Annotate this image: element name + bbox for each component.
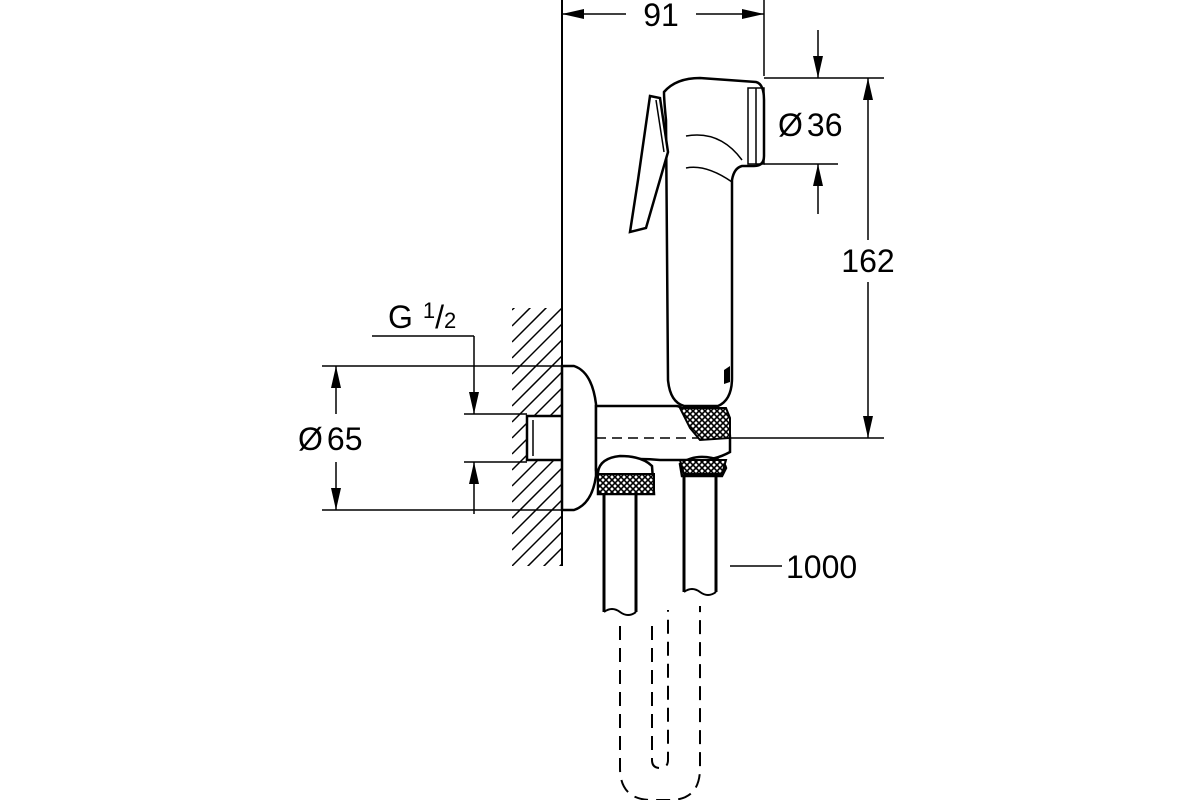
wall-flange <box>525 364 598 512</box>
dimension-hose-length-label: 1000 <box>786 549 857 585</box>
dimension-width: 91 <box>562 0 765 76</box>
hatch-line <box>558 563 562 566</box>
hatch-line <box>512 596 562 646</box>
hatch-line <box>542 547 562 566</box>
hanger-notch <box>724 366 730 384</box>
hatch-line <box>512 580 562 630</box>
hatch-line <box>512 515 562 566</box>
dimension-width-label: 91 <box>643 0 679 33</box>
hatch-line <box>512 308 532 327</box>
hatch-line <box>526 531 562 566</box>
shower-handle <box>662 76 766 408</box>
hose-loop-dashed <box>619 606 701 800</box>
hatch-line <box>512 308 562 359</box>
dimension-height-label: 162 <box>841 243 894 279</box>
hatch-line <box>512 308 548 343</box>
dimension-height: 162 <box>730 78 895 439</box>
hatch-line <box>512 612 562 662</box>
wall-hatching <box>512 0 563 662</box>
hatch-line <box>512 499 562 551</box>
flange-rosette <box>560 364 598 512</box>
hatch-line <box>512 483 562 535</box>
trigger-lever <box>628 94 670 234</box>
hand-shower <box>628 76 766 408</box>
dimension-hose-length: 1000 <box>730 549 857 585</box>
hatch-line <box>512 339 562 391</box>
hatch-line <box>512 308 516 311</box>
hatch-line <box>512 355 562 407</box>
hose <box>596 454 728 800</box>
hatch-line <box>512 387 562 439</box>
